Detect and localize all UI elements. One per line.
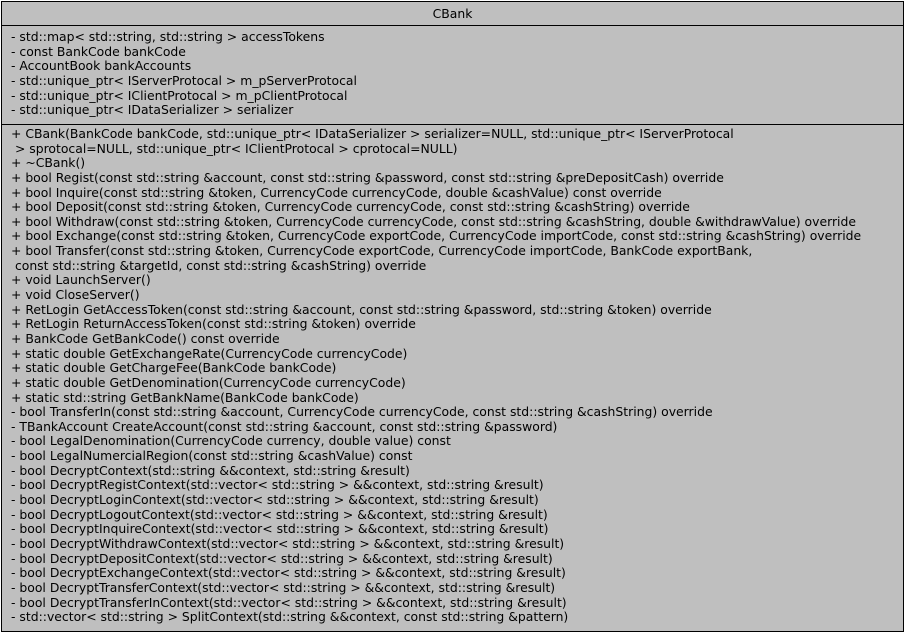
method-line: - bool DecryptTransferInContext(std::vec… (11, 594, 567, 610)
method-line: const std::string &targetId, const std::… (11, 257, 427, 273)
method-line: - bool DecryptDepositContext(std::vector… (11, 550, 553, 566)
method-line: - bool DecryptLogoutContext(std::vector<… (11, 506, 548, 522)
method-line: - bool DecryptExchangeContext(std::vecto… (11, 565, 566, 581)
method-line: + bool Withdraw(const std::string &token… (11, 213, 856, 229)
method-line: - bool LegalDenomination(CurrencyCode cu… (11, 433, 451, 449)
method-line: + static double GetExchangeRate(Currency… (11, 345, 408, 361)
method-line: + static double GetDenomination(Currency… (11, 374, 406, 390)
method-line: - bool DecryptWithdrawContext(std::vecto… (11, 535, 565, 551)
class-name: CBank (2, 2, 903, 26)
method-line: + void CloseServer() (11, 287, 140, 303)
method-line: - bool TransferIn(const std::string &acc… (11, 404, 713, 420)
method-line: + CBank(BankCode bankCode, std::unique_p… (11, 126, 734, 141)
method-line: + bool Transfer(const std::string &token… (11, 243, 753, 259)
method-line: + bool Deposit(const std::string &token,… (11, 199, 690, 215)
method-line: + void LaunchServer() (11, 272, 151, 288)
method-line: - bool DecryptContext(std::string &&cont… (11, 462, 410, 478)
method-line: + RetLogin GetAccessToken(const std::str… (11, 301, 712, 317)
attribute-line: - std::unique_ptr< IServerProtocal > m_p… (11, 72, 357, 88)
method-line: - bool LegalNumercialRegion(const std::s… (11, 448, 413, 464)
attributes-compartment: - std::map< std::string, std::string > a… (2, 26, 903, 125)
method-line: + BankCode GetBankCode() const override (11, 330, 280, 346)
method-line: - bool DecryptInquireContext(std::vector… (11, 521, 549, 537)
method-line: - bool DecryptTransferContext(std::vecto… (11, 579, 556, 595)
attribute-line: - std::unique_ptr< IClientProtocal > m_p… (11, 87, 348, 103)
method-line: - bool DecryptLoginContext(std::vector< … (11, 492, 539, 508)
attribute-line: - std::map< std::string, std::string > a… (11, 29, 325, 44)
attribute-line: - AccountBook bankAccounts (11, 58, 192, 74)
method-line: - bool DecryptRegistContext(std::vector<… (11, 477, 544, 493)
method-line: - std::vector< std::string > SplitContex… (11, 609, 569, 625)
methods-compartment: + CBank(BankCode bankCode, std::unique_p… (2, 125, 903, 625)
method-line: + ~CBank() (11, 155, 86, 171)
method-line: > sprotocal=NULL, std::unique_ptr< IClie… (11, 140, 458, 156)
method-line: + bool Exchange(const std::string &token… (11, 228, 862, 244)
method-line: + bool Regist(const std::string &account… (11, 169, 724, 185)
method-line: + static double GetChargeFee(BankCode ba… (11, 360, 337, 376)
method-line: - TBankAccount CreateAccount(const std::… (11, 418, 558, 434)
method-line: + bool Inquire(const std::string &token,… (11, 184, 662, 200)
attribute-line: - const BankCode bankCode (11, 43, 186, 59)
attribute-line: - std::unique_ptr< IDataSerializer > ser… (11, 102, 294, 118)
method-line: + static std::string GetBankName(BankCod… (11, 389, 359, 405)
method-line: + RetLogin ReturnAccessToken(const std::… (11, 316, 416, 332)
